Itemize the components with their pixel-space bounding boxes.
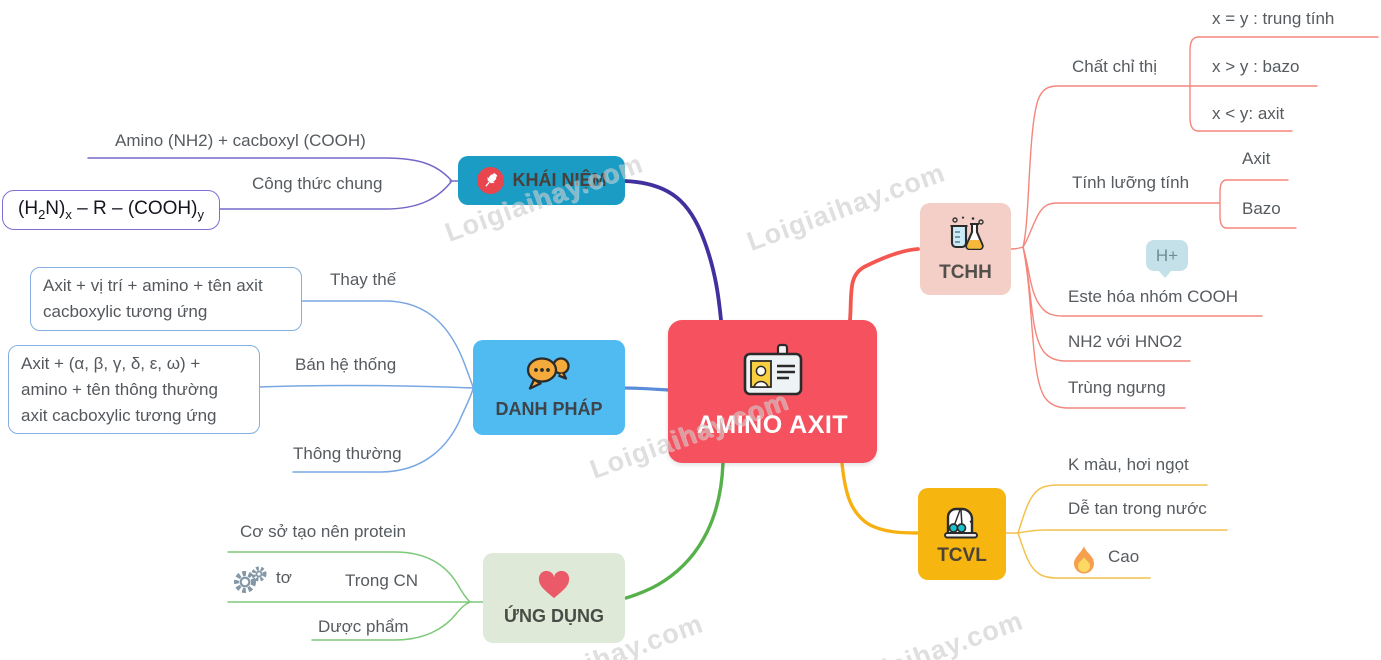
label-trung-ngung[interactable]: Trùng ngưng <box>1068 378 1166 397</box>
label-cao[interactable]: Cao <box>1108 547 1140 566</box>
box-thay-the-line2: cacboxylic tương ứng <box>43 301 208 321</box>
formula-text: (H2N)x – R – (COOH)y <box>18 198 204 222</box>
node-khai-niem[interactable]: KHÁI NIỆM <box>458 156 625 205</box>
node-tcvl[interactable]: TCVL <box>918 488 1006 580</box>
node-tchh[interactable]: TCHH <box>920 203 1011 295</box>
box-ban-he-thong-line3: axit cacboxylic tương ứng <box>21 405 217 425</box>
box-ban-he-thong-line1: Axit + (α, β, γ, δ, ε, ω) + <box>21 354 201 373</box>
label-axit-rule[interactable]: x < y: axit <box>1212 104 1285 123</box>
label-k-mau[interactable]: K màu, hơi ngọt <box>1068 455 1189 474</box>
label-amino-cacboxyl[interactable]: Amino (NH2) + cacboxyl (COOH) <box>115 131 366 150</box>
label-duoc-pham[interactable]: Dược phẩm <box>318 617 409 636</box>
chat-bubbles-icon <box>525 355 573 395</box>
formula-box[interactable]: (H2N)x – R – (COOH)y <box>2 190 220 230</box>
heart-icon <box>536 570 572 601</box>
fire-icon <box>1070 545 1098 580</box>
label-trong-cn[interactable]: Trong CN <box>345 571 419 590</box>
label-ban-he-thong[interactable]: Bán hệ thống <box>295 355 397 374</box>
node-amino-axit-label: AMINO AXIT <box>696 411 849 439</box>
pushpin-icon <box>476 167 504 194</box>
label-thong-thuong[interactable]: Thông thường <box>293 444 402 463</box>
label-bazo-rule[interactable]: x > y : bazo <box>1212 57 1300 76</box>
node-tcvl-label: TCVL <box>937 545 987 566</box>
label-to[interactable]: tơ <box>276 568 292 587</box>
label-chat-chi-thi[interactable]: Chất chỉ thị <box>1072 57 1158 76</box>
flask-icon <box>943 215 989 259</box>
label-thay-the[interactable]: Thay thế <box>330 270 397 289</box>
h-plus-text: H+ <box>1155 245 1179 265</box>
box-ban-he-thong-rule[interactable]: Axit + (α, β, γ, δ, ε, ω) + amino + tên … <box>8 345 260 435</box>
label-bazo[interactable]: Bazo <box>1242 199 1281 218</box>
node-danh-phap-label: DANH PHÁP <box>495 399 603 419</box>
node-danh-phap[interactable]: DANH PHÁP <box>473 340 625 435</box>
label-protein[interactable]: Cơ sở tạo nên protein <box>240 522 406 541</box>
box-thay-the-rule[interactable]: Axit + vị trí + amino + tên axit cacboxy… <box>30 267 302 331</box>
label-tinh-luong-tinh[interactable]: Tính lưỡng tính <box>1072 173 1190 192</box>
node-tchh-label: TCHH <box>939 261 992 283</box>
label-trung-tinh[interactable]: x = y : trung tính <box>1212 9 1335 28</box>
label-cong-thuc-chung[interactable]: Công thức chung <box>252 174 383 193</box>
node-amino-axit[interactable]: AMINO AXIT <box>668 320 877 463</box>
node-ung-dung[interactable]: ỨNG DỤNG <box>483 553 625 643</box>
box-ban-he-thong-line2: amino + tên thông thường <box>21 379 218 399</box>
node-khai-niem-label: KHÁI NIỆM <box>512 170 607 190</box>
h-plus-badge[interactable]: H+ <box>1146 240 1188 278</box>
label-nh2-hno2[interactable]: NH2 với HNO2 <box>1068 332 1183 351</box>
gears-icon <box>231 564 269 601</box>
label-de-tan[interactable]: Dễ tan trong nước <box>1068 499 1207 518</box>
label-este-hoa[interactable]: Este hóa nhóm COOH <box>1068 287 1239 306</box>
label-axit[interactable]: Axit <box>1242 149 1271 168</box>
newton-cradle-icon <box>940 501 984 543</box>
id-card-icon <box>740 343 806 399</box>
node-ung-dung-label: ỨNG DỤNG <box>504 605 604 626</box>
box-thay-the-line1: Axit + vị trí + amino + tên axit <box>43 276 263 295</box>
